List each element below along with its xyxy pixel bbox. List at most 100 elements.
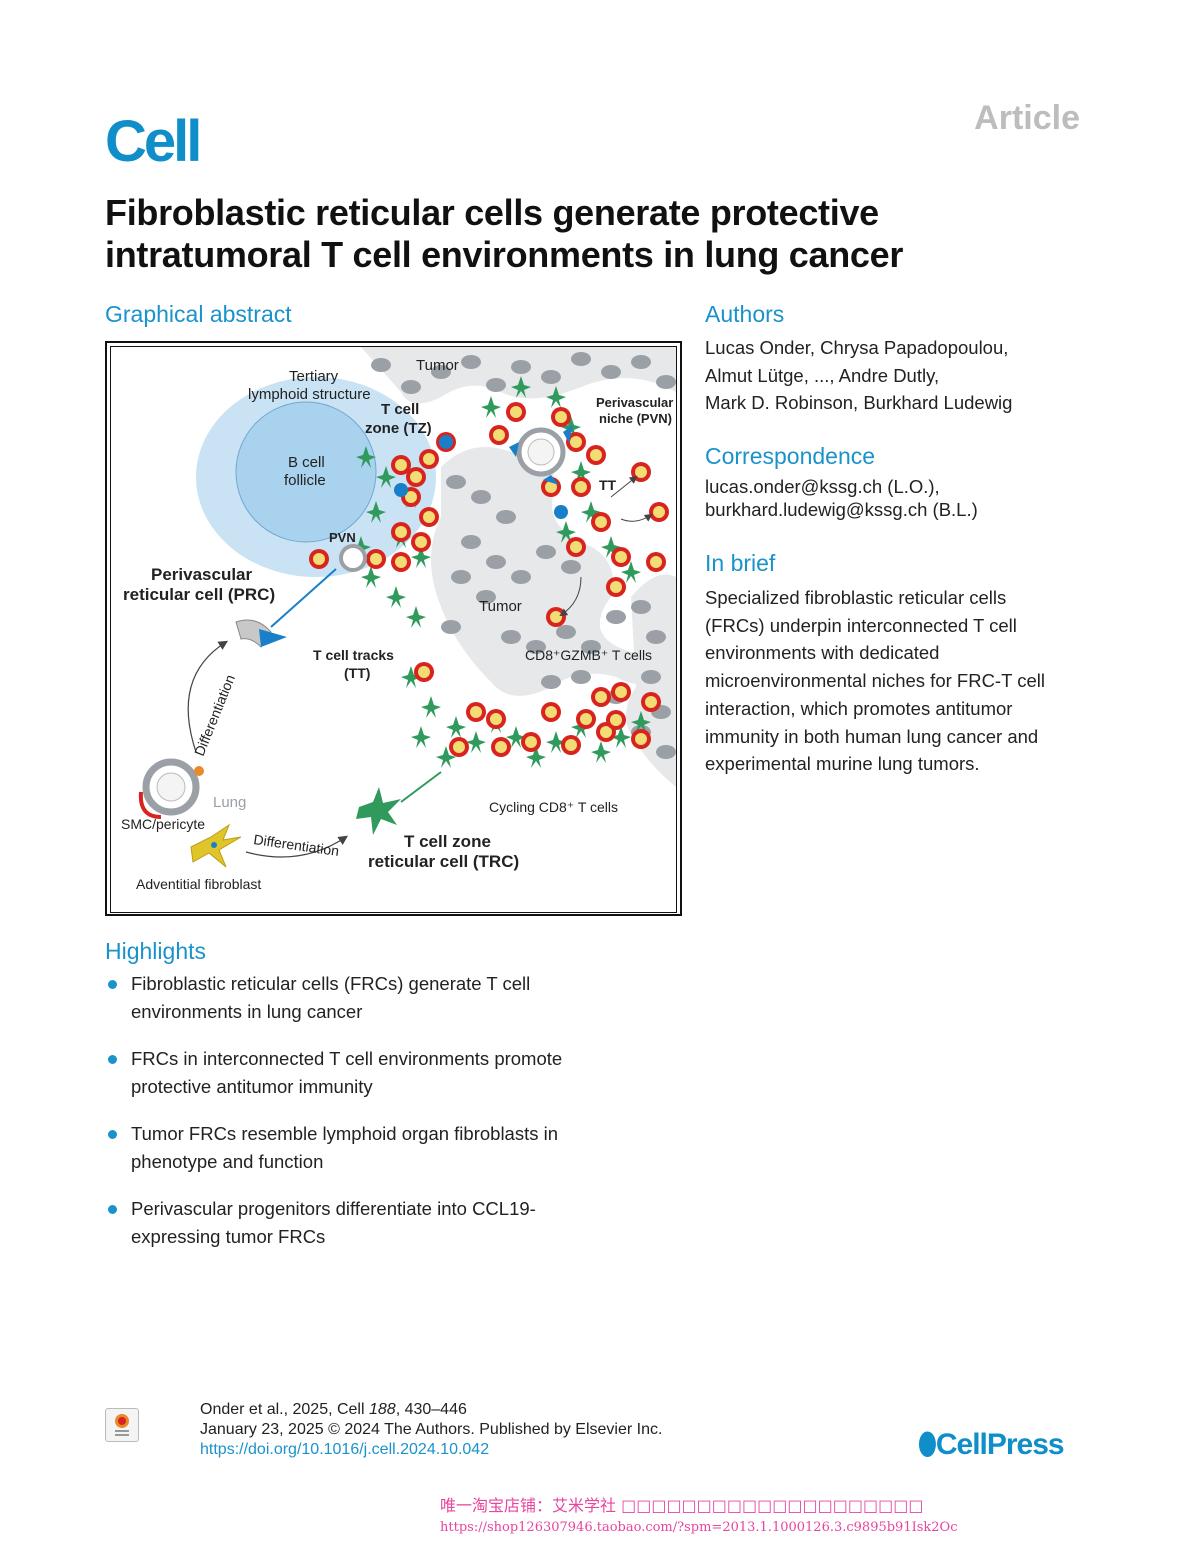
tumor-cell (631, 600, 651, 614)
frc-cell (526, 746, 546, 768)
prc-cell (235, 619, 287, 648)
brief-line: experimental murine lung tumors. (705, 753, 980, 775)
vessel-pvn (509, 425, 573, 485)
graphical-abstract-illustration: Tumor Tertiary lymphoid structure T cell… (121, 347, 676, 892)
tumor-cell (451, 570, 471, 584)
t-cell (466, 702, 486, 722)
highlight-line: Fibroblastic reticular cells (FRCs) gene… (131, 973, 531, 994)
label-cd8-gzmb: CD8⁺GZMB⁺ T cells (525, 647, 652, 663)
check-for-updates-badge[interactable] (105, 1408, 139, 1442)
authors-list: Lucas Onder, Chrysa Papadopoulou, Almut … (705, 334, 1095, 417)
frc-cell (446, 716, 466, 738)
brief-line: microenvironmental niches for FRC-T cell (705, 670, 1045, 692)
label-differentiation-2: Differentiation (253, 831, 341, 859)
highlight-line: phenotype and function (131, 1151, 324, 1172)
frc-cell (376, 466, 396, 488)
highlight-line: FRCs in interconnected T cell environmen… (131, 1048, 563, 1069)
frc-cell (546, 731, 566, 753)
frc-cell (366, 501, 386, 523)
watermark-url[interactable]: https://shop126307946.taobao.com/?spm=20… (440, 1520, 958, 1535)
brief-line: Specialized fibroblastic reticular cells (705, 587, 1007, 608)
frc-cell (386, 586, 406, 608)
tumor-cell (401, 380, 421, 394)
t-cell (646, 552, 666, 572)
tumor-cells (371, 352, 676, 759)
t-cell (546, 607, 566, 627)
correspondence-heading: Correspondence (705, 443, 876, 469)
prc-arrow (270, 568, 337, 628)
t-cell (419, 507, 439, 527)
tumor-cell (601, 365, 621, 379)
t-cell (576, 709, 596, 729)
article-title: Fibroblastic reticular cells generate pr… (105, 192, 904, 275)
label-cycling: Cycling CD8⁺ T cells (489, 799, 618, 815)
b-cell-follicle (235, 401, 377, 543)
t-cell (641, 692, 661, 712)
label-tumor-top: Tumor (416, 357, 459, 374)
tumor-cell (556, 625, 576, 639)
tt-arrow-1 (610, 475, 638, 498)
t-cell (566, 537, 586, 557)
tumor-cell (571, 670, 591, 684)
t-cell (406, 467, 426, 487)
adventitial-fibroblast (190, 823, 242, 868)
frc-cell (481, 396, 501, 418)
t-cell (591, 512, 611, 532)
doi-link[interactable]: https://doi.org/10.1016/j.cell.2024.10.0… (200, 1441, 490, 1458)
tumor-cell (511, 570, 531, 584)
t-cell (551, 407, 571, 427)
label-pvn-2: niche (PVN) (599, 411, 672, 426)
tumor-cell (571, 352, 591, 366)
label-bcf-1: B cell (288, 454, 325, 471)
frc-cell (406, 606, 426, 628)
tumor-cell (471, 490, 491, 504)
tumor-cell (431, 365, 451, 379)
frc-cell (506, 726, 526, 748)
correspondence-emails: lucas.onder@kssg.ch (L.O.), burkhard.lud… (705, 475, 1095, 521)
highlights-heading: Highlights (105, 938, 206, 964)
label-differentiation-1: Differentiation (191, 672, 238, 758)
label-tt-1: T cell tracks (313, 647, 394, 663)
frc-cell (571, 461, 591, 483)
frc-cell (361, 566, 381, 588)
t-cell (489, 425, 509, 445)
t-cell (631, 729, 651, 749)
label-tls-1: Tertiary (289, 368, 339, 385)
bullet-icon (108, 1130, 117, 1139)
tumor-cell (446, 475, 466, 489)
t-cell (449, 737, 469, 757)
label-trc-2: reticular cell (TRC) (368, 852, 519, 871)
tt-arrow-2 (620, 513, 653, 522)
t-cell (411, 532, 431, 552)
label-tumor-mid: Tumor (479, 598, 522, 615)
graphical-abstract-figure: Tumor Tertiary lymphoid structure T cell… (105, 341, 682, 916)
frc-cell (411, 546, 431, 568)
t-cell (391, 552, 411, 572)
t-cell (606, 577, 626, 597)
email-link[interactable]: lucas.onder@kssg.ch (L.O.), (705, 476, 940, 497)
trc-cell (356, 787, 401, 835)
frc-cell (411, 726, 431, 748)
label-smc: SMC/pericyte (121, 816, 205, 832)
journal-logo: Cell (105, 109, 202, 174)
label-bcf-2: follicle (284, 472, 326, 489)
email-link[interactable]: burkhard.ludewig@kssg.ch (B.L.) (705, 499, 978, 520)
tumor-cell (501, 630, 521, 644)
frc-cell (581, 501, 601, 523)
t-cell (586, 445, 606, 465)
frc-cell (511, 376, 531, 398)
highlight-line: Perivascular progenitors differentiate i… (131, 1198, 536, 1219)
label-pvn-small: PVN (329, 530, 356, 545)
t-cell (491, 737, 511, 757)
in-brief-text: Specialized fibroblastic reticular cells… (705, 584, 1090, 778)
dividing-cell (439, 435, 453, 449)
t-cell (611, 682, 631, 702)
tumor-cell (631, 355, 651, 369)
tumor-cell (536, 545, 556, 559)
label-tt-2: (TT) (344, 665, 370, 681)
brief-line: environments with dedicated (705, 642, 940, 664)
trc-arrow (400, 771, 442, 803)
t-cell (506, 402, 526, 422)
tumor-region-middle (431, 447, 676, 696)
author-line: Mark D. Robinson, Burkhard Ludewig (705, 392, 1013, 413)
